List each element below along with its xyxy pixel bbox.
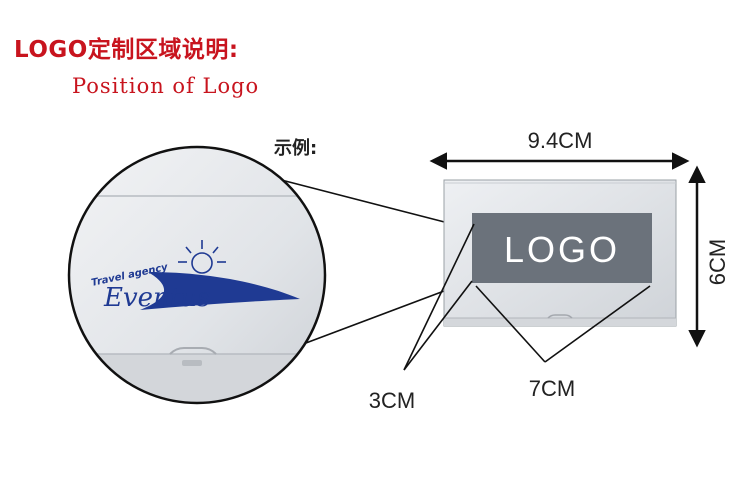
height-label: 6CM: [705, 239, 730, 285]
sample-logo: Travel agency Eventus: [90, 240, 300, 313]
logo-width-pointer-right: [544, 285, 651, 363]
logo-area-text: LOGO: [504, 229, 620, 270]
width-label: 9.4CM: [528, 128, 593, 153]
swoosh-shape: [140, 272, 300, 310]
logo-area-box: [472, 213, 652, 283]
example-label: 示例:: [274, 138, 318, 159]
card-case: LOGO: [443, 179, 677, 327]
logo-brand: Eventus: [103, 283, 210, 313]
magnified-view: Travel agency Eventus: [67, 145, 327, 405]
page-title: LOGO定制区域说明:: [14, 37, 239, 63]
logo-height-label: 3CM: [369, 388, 415, 413]
zoom-line-bottom: [281, 284, 461, 353]
zoom-line-top: [261, 174, 461, 227]
case-clasp: [169, 347, 217, 355]
logo-height-pointer-top: [403, 223, 475, 371]
logo-width-label: 7CM: [529, 376, 575, 401]
logo-height-pointer-bottom: [403, 280, 473, 371]
sun-icon: [178, 240, 226, 274]
page-subtitle: Position of Logo: [72, 74, 260, 98]
logo-width-pointer-left: [475, 285, 546, 363]
case-clasp-small: [547, 314, 573, 319]
